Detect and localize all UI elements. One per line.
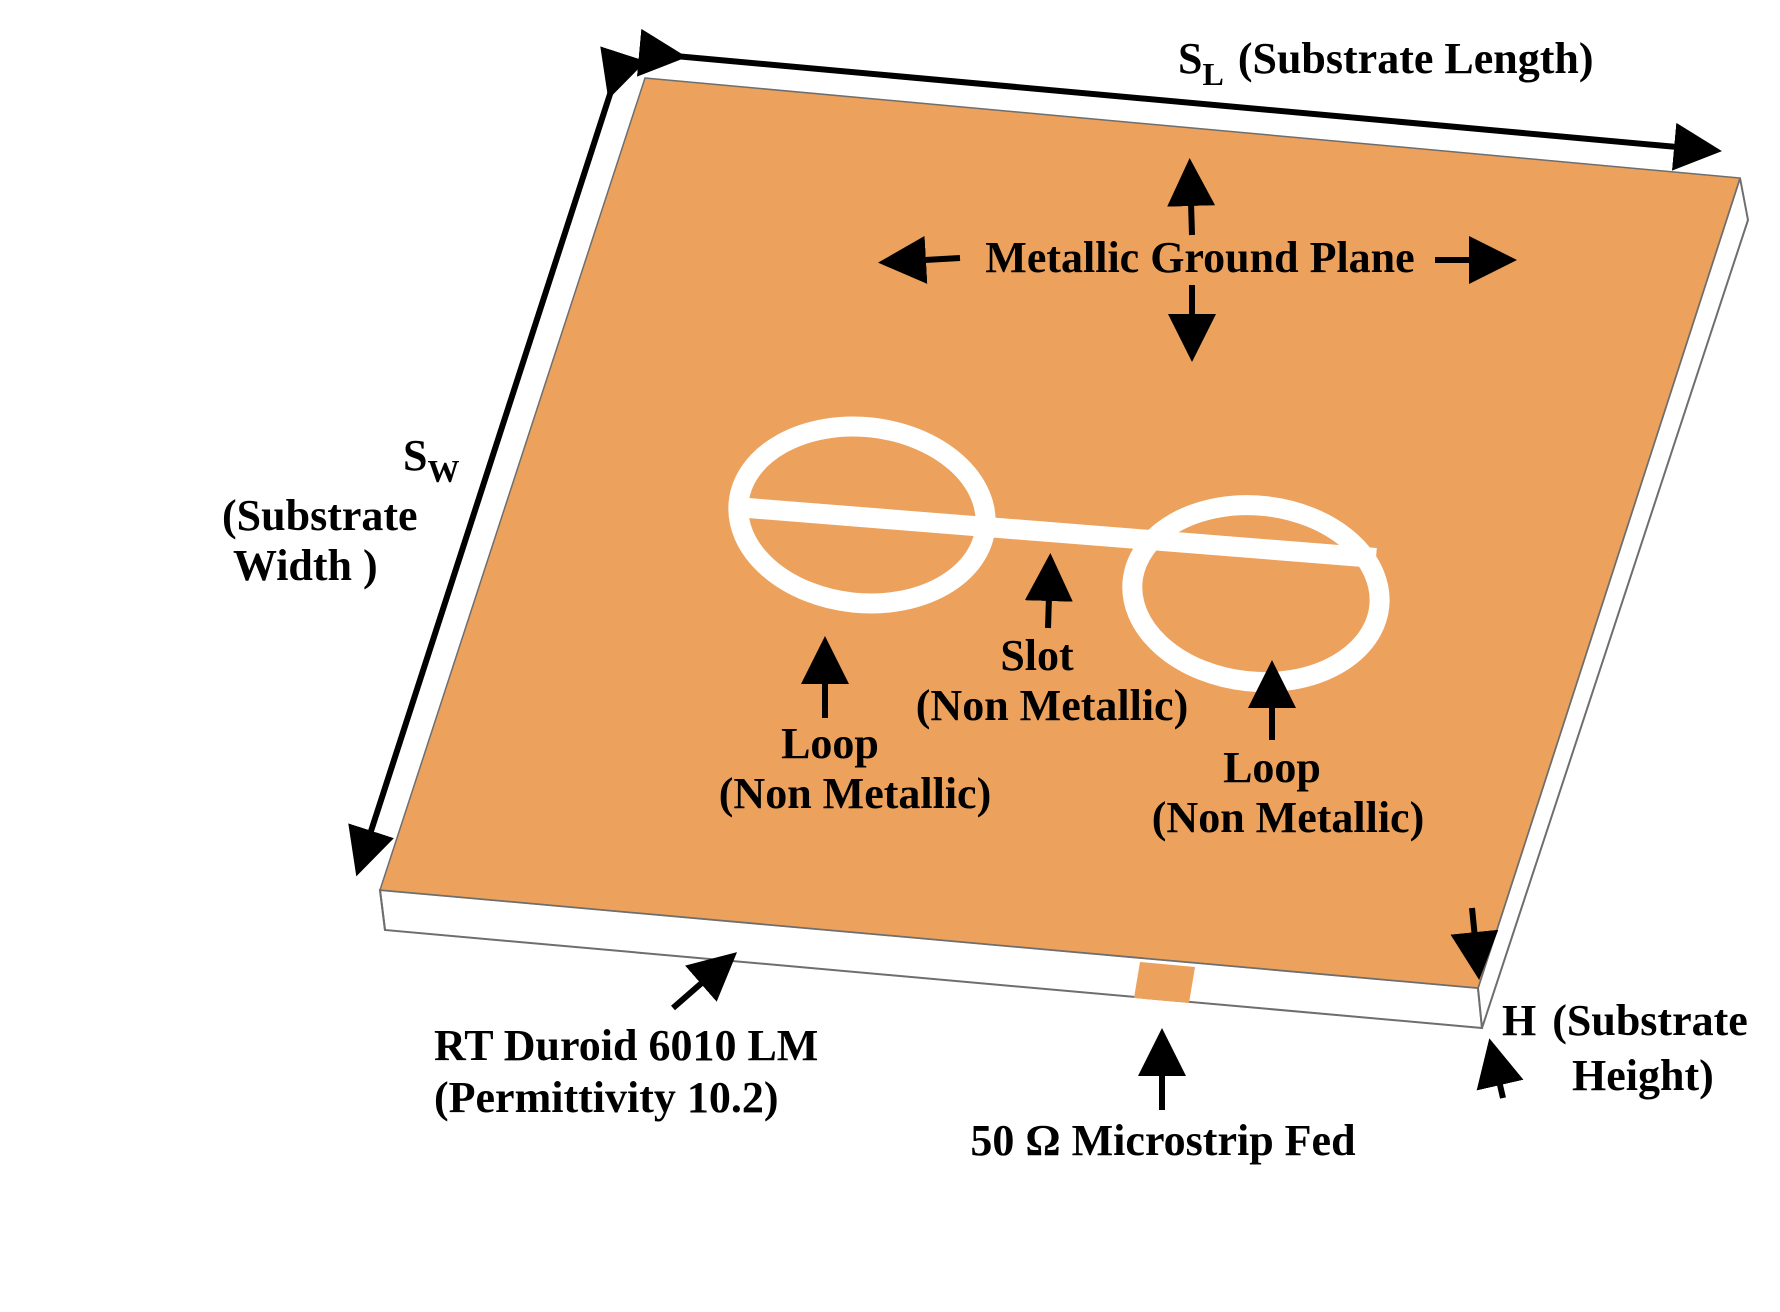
- substrate-height-label-line2: Height): [1572, 1051, 1714, 1100]
- substrate-width-symbol: S: [403, 431, 427, 480]
- right-loop-label-line1: Loop: [1223, 743, 1321, 792]
- substrate-height-text: (Substrate: [1552, 996, 1748, 1045]
- substrate-width-subscript: W: [427, 453, 459, 489]
- substrate-length-subscript: L: [1202, 56, 1223, 92]
- dimension-arrows: [348, 28, 1722, 877]
- substrate-width-line1: (Substrate: [222, 491, 418, 540]
- connecting-slot: [747, 498, 1377, 568]
- substrate-height-symbol: H: [1502, 996, 1536, 1045]
- substrate-left-edge: [379, 889, 386, 931]
- material-label-line1: RT Duroid 6010 LM: [434, 1021, 818, 1070]
- annotation-arrows: [671, 158, 1524, 1110]
- ground-plane-label: Metallic Ground Plane: [985, 233, 1414, 282]
- material-label-line2: (Permittivity 10.2): [434, 1073, 779, 1122]
- microstrip-feed: [1134, 962, 1195, 1003]
- substrate-length-text: (Substrate Length): [1238, 34, 1594, 83]
- height-arrow-down: [1450, 907, 1499, 980]
- slot-label-line2: (Non Metallic): [916, 681, 1188, 730]
- slot-arrow: [1024, 553, 1073, 629]
- slot-structure: [728, 416, 1390, 693]
- substrate-length-symbol: S: [1178, 34, 1202, 83]
- substrate-height-label-line1: H (Substrate: [1502, 996, 1748, 1045]
- material-arrow: [671, 952, 738, 1011]
- feed-label: 50 Ω Microstrip Fed: [970, 1116, 1355, 1165]
- right-loop-label-line2: (Non Metallic): [1152, 793, 1424, 842]
- substrate-width-symbol-label: SW: [403, 431, 459, 489]
- ground-arrow-up: [1167, 158, 1216, 236]
- width-arrow: [348, 46, 646, 877]
- height-arrow-up: [1476, 1038, 1524, 1099]
- ground-arrow-left: [878, 235, 961, 284]
- slot-label-line1: Slot: [1000, 631, 1074, 680]
- left-loop-label-line2: (Non Metallic): [719, 769, 991, 818]
- substrate-length-label: SL (Substrate Length): [1178, 34, 1594, 92]
- right-loop-slot: [1122, 495, 1390, 693]
- substrate-width-line2: Width ): [233, 541, 378, 590]
- length-arrow: [636, 28, 1722, 171]
- left-loop-label-line1: Loop: [781, 719, 879, 768]
